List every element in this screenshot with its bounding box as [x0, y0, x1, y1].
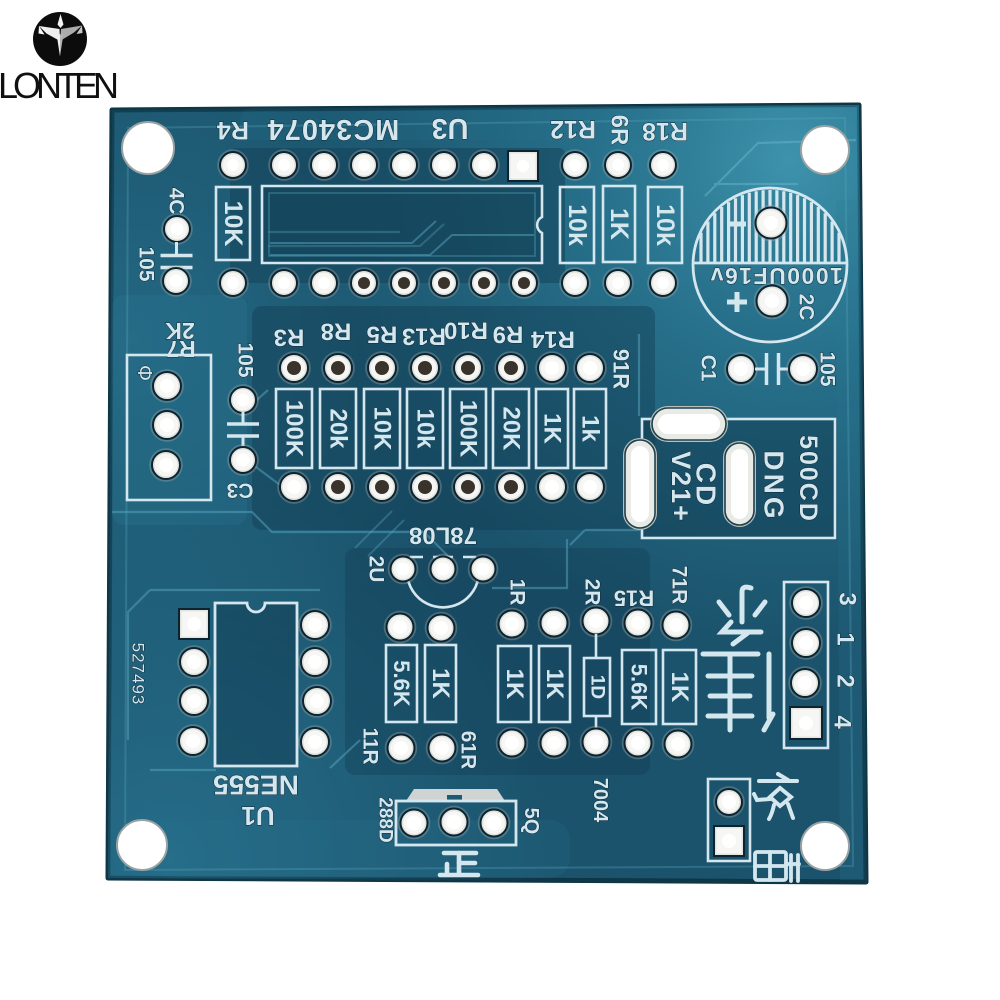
- svg-text:LONTEN: LONTEN: [0, 65, 120, 106]
- svg-text:R13: R13: [402, 323, 446, 350]
- svg-text:1K: 1K: [501, 669, 528, 700]
- svg-text:R4: R4: [217, 116, 249, 144]
- svg-text:7004: 7004: [589, 778, 611, 823]
- svg-text:MC34074: MC34074: [267, 113, 400, 145]
- svg-text:100K: 100K: [455, 400, 482, 458]
- svg-text:1K: 1K: [539, 413, 566, 444]
- svg-text:Φ: Φ: [133, 365, 155, 381]
- svg-text:1K: 1K: [666, 672, 693, 703]
- svg-text:R5: R5: [367, 321, 398, 348]
- svg-text:1R: 1R: [506, 579, 529, 606]
- svg-text:R15: R15: [614, 586, 654, 611]
- svg-text:6R: 6R: [606, 115, 633, 146]
- svg-text:3: 3: [834, 592, 861, 605]
- svg-text:5.6K: 5.6K: [627, 664, 652, 711]
- svg-text:4C: 4C: [165, 188, 188, 215]
- svg-text:C1: C1: [697, 355, 720, 382]
- svg-text:R10: R10: [444, 317, 488, 344]
- svg-text:1K: 1K: [605, 208, 633, 240]
- svg-text:2: 2: [832, 674, 859, 687]
- svg-text:105: 105: [234, 342, 257, 377]
- svg-text:R9: R9: [493, 321, 524, 348]
- svg-text:71R: 71R: [668, 566, 691, 605]
- svg-text:10k: 10k: [651, 204, 679, 246]
- svg-text:527493: 527493: [129, 643, 148, 706]
- svg-text:C3: C3: [227, 479, 254, 502]
- svg-text:10K: 10K: [369, 406, 396, 451]
- svg-text:R7: R7: [166, 336, 195, 362]
- svg-text:1K: 1K: [427, 668, 454, 699]
- svg-text:R8: R8: [321, 318, 352, 345]
- svg-text:105: 105: [135, 246, 158, 281]
- svg-text:4: 4: [829, 715, 856, 729]
- svg-text:DNG: DNG: [759, 450, 790, 521]
- svg-text:10k: 10k: [563, 204, 591, 246]
- svg-text:105: 105: [816, 351, 839, 386]
- svg-text:91R: 91R: [609, 349, 634, 389]
- svg-text:U3: U3: [431, 112, 468, 144]
- svg-text:1k: 1k: [577, 415, 604, 442]
- svg-text:U1: U1: [241, 801, 274, 831]
- svg-text:R14: R14: [530, 326, 575, 353]
- svg-text:10K: 10K: [219, 201, 247, 247]
- svg-text:500CD: 500CD: [794, 435, 822, 523]
- svg-text:NE555: NE555: [213, 770, 299, 801]
- svg-text:20k: 20k: [325, 408, 352, 449]
- svg-text:2K: 2K: [165, 318, 195, 344]
- svg-text:78L08: 78L08: [409, 522, 477, 549]
- svg-text:R12: R12: [550, 115, 596, 143]
- svg-text:2R: 2R: [581, 579, 604, 606]
- svg-text:11R: 11R: [359, 727, 382, 764]
- svg-text:100K: 100K: [281, 400, 308, 458]
- svg-text:288D: 288D: [375, 797, 396, 842]
- svg-text:61R: 61R: [457, 731, 480, 770]
- svg-text:10k: 10k: [412, 408, 439, 449]
- svg-text:R3: R3: [274, 324, 305, 351]
- svg-text:20K: 20K: [498, 406, 525, 451]
- svg-text:5Q: 5Q: [520, 808, 542, 835]
- svg-text:1K: 1K: [541, 669, 568, 700]
- svg-text:5.6K: 5.6K: [389, 660, 414, 707]
- svg-text:1: 1: [832, 632, 859, 645]
- svg-text:2C: 2C: [795, 294, 818, 321]
- svg-text:V21+: V21+: [666, 451, 696, 523]
- svg-text:CD: CD: [691, 463, 722, 507]
- svg-text:1D: 1D: [587, 675, 608, 699]
- svg-text:R18: R18: [642, 117, 688, 145]
- svg-text:2U: 2U: [365, 556, 388, 583]
